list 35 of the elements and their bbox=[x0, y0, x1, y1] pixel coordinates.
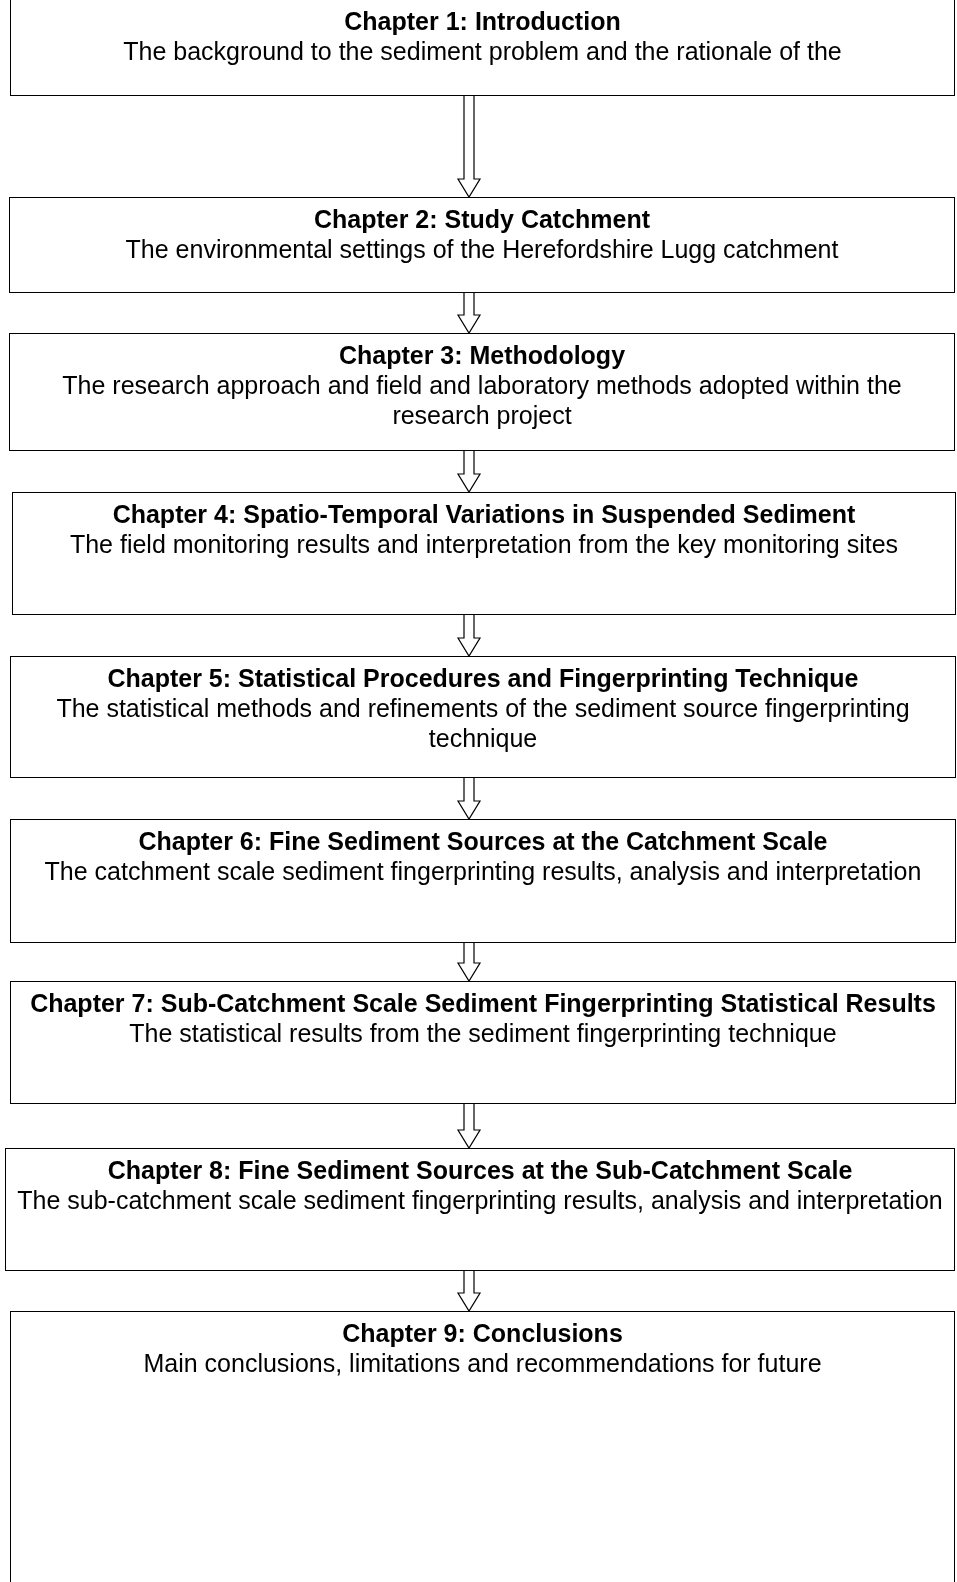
arrow bbox=[456, 614, 482, 658]
chapter-box bbox=[9, 333, 955, 451]
chapter-heading: Chapter 6: Fine Sediment Sources at the Catchment Scale bbox=[138, 826, 828, 856]
arrow bbox=[456, 942, 482, 983]
chapter-description: The catchment scale sediment fingerprinting results, analysis and interpretation bbox=[44, 856, 922, 886]
chapter-description: The statistical results from the sediment fingerprinting technique bbox=[129, 1018, 837, 1048]
arrow bbox=[456, 1103, 482, 1150]
chapter-description: The research approach and field and laboratory methods adopted within the research project bbox=[61, 370, 903, 430]
chapter-box bbox=[5, 1148, 955, 1271]
arrow bbox=[456, 292, 482, 335]
arrow bbox=[456, 450, 482, 494]
chapter-heading: Chapter 5: Statistical Procedures and Fingerprinting Technique bbox=[107, 663, 859, 693]
arrow bbox=[456, 95, 482, 199]
chapter-box bbox=[9, 197, 955, 293]
chapter-heading: Chapter 4: Spatio-Temporal Variations in Suspended Sediment bbox=[112, 499, 856, 529]
chapter-description: The statistical methods and refinements of the sediment source fingerprinting technique bbox=[55, 693, 911, 753]
arrow bbox=[456, 1270, 482, 1313]
chapter-box bbox=[10, 981, 956, 1104]
chapter-box bbox=[10, 819, 956, 943]
arrow bbox=[456, 777, 482, 821]
chapter-description: The field monitoring results and interpretation from the key monitoring sites bbox=[69, 529, 899, 559]
chapter-description: The environmental settings of the Herefordshire Lugg catchment bbox=[125, 234, 839, 264]
chapter-box bbox=[10, 0, 955, 96]
chapter-heading: Chapter 8: Fine Sediment Sources at the Sub-Catchment Scale bbox=[107, 1155, 853, 1185]
chapter-description: Main conclusions, limitations and recommendations for future bbox=[143, 1348, 822, 1378]
chapter-description: The background to the sediment problem and the rationale of the bbox=[123, 36, 842, 66]
chapter-heading: Chapter 7: Sub-Catchment Scale Sediment Fingerprinting Statistical Results bbox=[30, 988, 936, 1018]
chapter-heading: Chapter 2: Study Catchment bbox=[313, 204, 651, 234]
chapter-box bbox=[10, 656, 956, 778]
chapter-description: The sub-catchment scale sediment fingerprinting results, analysis and interpretation bbox=[17, 1185, 943, 1215]
chapter-box bbox=[10, 1311, 955, 1582]
chapter-box bbox=[12, 492, 956, 615]
chapter-heading: Chapter 3: Methodology bbox=[338, 340, 626, 370]
chapter-heading: Chapter 1: Introduction bbox=[344, 6, 621, 36]
chapter-heading: Chapter 9: Conclusions bbox=[342, 1318, 623, 1348]
